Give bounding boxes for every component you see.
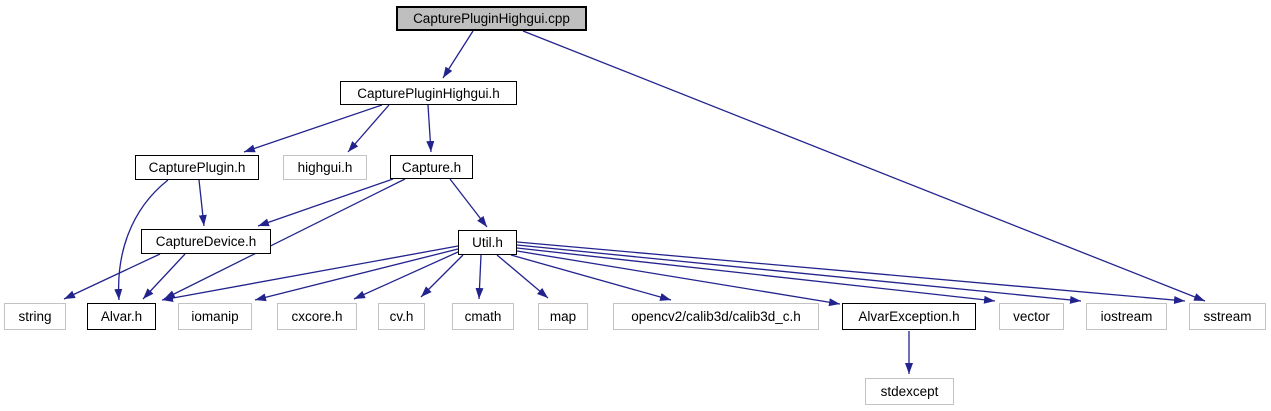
node-highgui: highgui.h [283, 155, 367, 180]
node-capture[interactable]: Capture.h [390, 155, 473, 179]
node-label: CapturePlugin.h [148, 160, 246, 175]
node-cmath: cmath [452, 303, 514, 330]
node-label: cxcore.h [291, 309, 343, 324]
edge-capture-to-util [449, 178, 488, 228]
node-cv: cv.h [378, 303, 425, 330]
node-capturedevice[interactable]: CaptureDevice.h [141, 229, 271, 254]
edge-util-to-alvarexception [516, 250, 841, 307]
node-label: vector [1013, 309, 1050, 324]
edge-cpp-to-sstream [522, 30, 1206, 302]
node-label: iomanip [191, 309, 239, 324]
node-label: string [18, 309, 52, 324]
node-label: CaptureDevice.h [155, 234, 257, 249]
node-label: highgui.h [297, 160, 353, 175]
node-label: cv.h [389, 309, 414, 324]
node-label: Util.h [472, 235, 503, 250]
node-opencv2: opencv2/calib3d/calib3d_c.h [613, 303, 819, 330]
edge-util-to-map [496, 254, 549, 299]
node-label: cmath [464, 309, 502, 324]
node-alvar[interactable]: Alvar.h [87, 303, 156, 330]
edge-util-to-alvar [161, 245, 459, 302]
edge-capture-to-capturedevice [257, 178, 394, 227]
edge-hdr-to-capture [426, 104, 435, 153]
node-label: stdexcept [880, 384, 939, 399]
node-iomanip: iomanip [178, 303, 252, 330]
node-label: opencv2/calib3d/calib3d_c.h [631, 309, 801, 324]
node-util[interactable]: Util.h [458, 230, 517, 255]
edge-hdr-to-highgui [347, 104, 390, 153]
edge-cpp-to-hdr [442, 30, 474, 79]
node-hdr[interactable]: CapturePluginHighgui.h [340, 81, 517, 105]
node-alvarexception[interactable]: AlvarException.h [842, 303, 976, 330]
edge-hdr-to-captureplugin [243, 104, 383, 153]
node-cxcore: cxcore.h [277, 303, 357, 330]
edge-util-to-opencv2 [510, 254, 672, 301]
node-label: AlvarException.h [858, 309, 960, 324]
node-label: map [549, 309, 577, 324]
node-stdexcept: stdexcept [865, 378, 954, 405]
edge-util-to-vector [516, 247, 996, 304]
edge-util-to-cmath [475, 254, 484, 300]
edge-util-to-iostream [516, 244, 1082, 304]
edge-util-to-iomanip [254, 248, 459, 302]
node-cpp: CapturePluginHighgui.cpp [396, 6, 587, 31]
node-label: CapturePluginHighgui.cpp [413, 11, 570, 26]
node-iostream: iostream [1086, 303, 1167, 330]
node-map: map [538, 303, 588, 330]
node-vector: vector [999, 303, 1064, 330]
node-label: sstream [1203, 309, 1252, 324]
edge-util-to-sstream [516, 241, 1186, 305]
node-label: Alvar.h [100, 309, 143, 324]
node-captureplugin[interactable]: CapturePlugin.h [135, 155, 259, 180]
node-label: iostream [1100, 309, 1153, 324]
edge-captureplugin-to-capturedevice [198, 179, 207, 227]
node-label: Capture.h [401, 159, 462, 175]
edge-util-to-cxcore [353, 251, 459, 300]
node-label: CapturePluginHighgui.h [357, 85, 500, 101]
edge-capturedevice-to-alvar [142, 253, 186, 300]
node-sstream: sstream [1189, 303, 1266, 330]
edge-capturedevice-to-string [63, 253, 161, 300]
node-string: string [4, 303, 66, 330]
edge-util-to-cv [420, 254, 464, 298]
